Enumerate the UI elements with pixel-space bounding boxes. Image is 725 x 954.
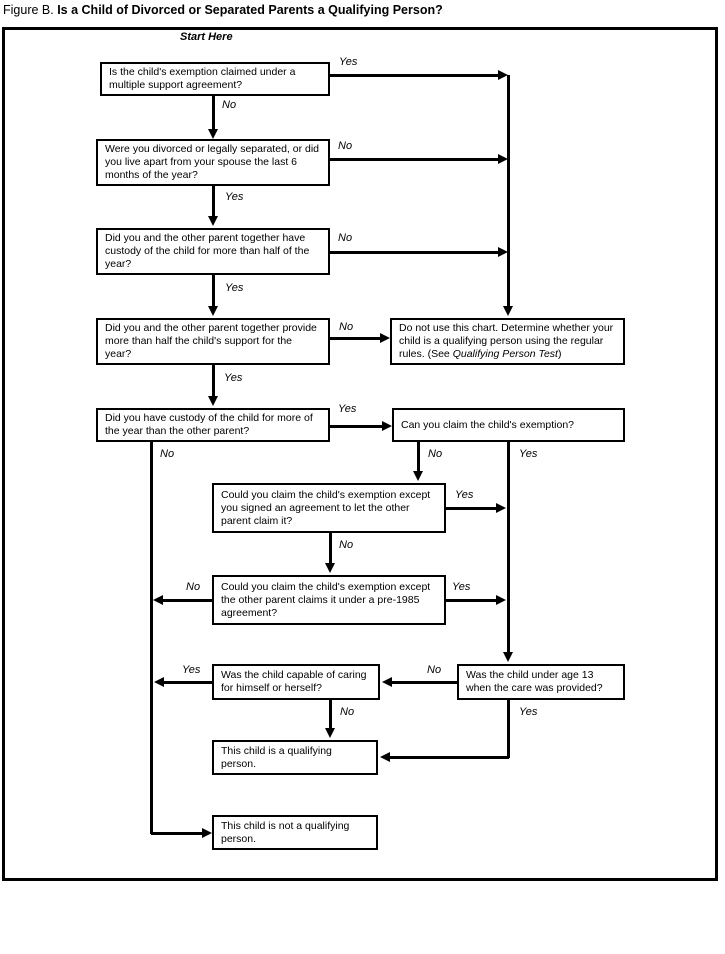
arrowhead-icon: [380, 752, 390, 762]
node-joint-custody-question: Did you and the other parent together ha…: [96, 228, 330, 275]
edge-label-q5-yes: Yes: [338, 403, 357, 415]
arrowhead-icon: [413, 471, 423, 481]
node-text-post: ): [557, 348, 562, 360]
connector-line: [507, 75, 510, 306]
arrowhead-icon: [202, 828, 212, 838]
connector-line: [330, 337, 381, 340]
arrowhead-icon: [154, 677, 164, 687]
connector-line: [212, 365, 215, 397]
arrowhead-icon: [503, 306, 513, 316]
connector-line: [446, 599, 497, 602]
edge-label-q8-yes: Yes: [182, 664, 201, 676]
start-here-label: Start Here: [180, 31, 233, 43]
edge-label-q2-yes: Yes: [225, 191, 244, 203]
edge-label-q6-yes: Yes: [455, 489, 474, 501]
edge-label-q4-yes: Yes: [224, 372, 243, 384]
node-text: This child is not a qualifying person.: [221, 819, 350, 845]
connector-line: [150, 442, 153, 834]
connector-line: [507, 442, 510, 654]
node-text: Did you and the other parent together pr…: [105, 322, 317, 360]
node-text: Did you have custody of the child for mo…: [105, 412, 313, 437]
arrowhead-icon: [498, 247, 508, 257]
node-pre-1985-agreement-question: Could you claim the child's exemption ex…: [212, 575, 446, 625]
figure-title: Figure B. Is a Child of Divorced or Sepa…: [3, 3, 443, 17]
node-under-age-13-question: Was the child under age 13 when the care…: [457, 664, 625, 700]
arrowhead-icon: [208, 396, 218, 406]
node-text: Were you divorced or legally separated, …: [105, 143, 320, 181]
arrowhead-icon: [496, 503, 506, 513]
connector-line: [417, 442, 420, 473]
connector-line: [330, 425, 383, 428]
edge-label-q3-no: No: [338, 232, 353, 244]
node-text: This child is a qualifying person.: [221, 744, 332, 770]
node-text: Is the child's exemption claimed under a…: [109, 66, 296, 91]
node-do-not-use-chart: Do not use this chart. Determine whether…: [390, 318, 625, 365]
connector-line: [151, 832, 203, 835]
connector-line: [330, 158, 498, 161]
arrowhead-icon: [153, 595, 163, 605]
arrowhead-icon: [208, 216, 218, 226]
connector-line: [212, 275, 215, 307]
edge-label-q7-yes: Yes: [452, 581, 471, 593]
arrowhead-icon: [208, 306, 218, 316]
edge-label-can-claim-yes: Yes: [519, 448, 538, 460]
connector-line: [392, 681, 457, 684]
node-text-pre: Do not use this chart. Determine whether…: [399, 322, 614, 360]
connector-line: [212, 185, 215, 218]
node-text: Was the child under age 13 when the care…: [466, 669, 603, 694]
node-signed-agreement-question: Could you claim the child's exemption ex…: [212, 483, 446, 533]
connector-line: [329, 531, 332, 565]
node-text: Could you claim the child's exemption ex…: [221, 580, 431, 619]
arrowhead-icon: [382, 421, 392, 431]
connector-line: [164, 681, 212, 684]
edge-label-age13-yes: Yes: [519, 706, 538, 718]
edge-label-q6-no: No: [339, 539, 354, 551]
edge-label-q3-yes: Yes: [225, 282, 244, 294]
node-text: Can you claim the child's exemption?: [401, 418, 575, 431]
edge-label-q5-no: No: [160, 448, 175, 460]
arrowhead-icon: [325, 563, 335, 573]
connector-line: [330, 74, 498, 77]
arrowhead-icon: [380, 333, 390, 343]
edge-label-age13-no: No: [427, 664, 442, 676]
connector-line: [330, 251, 498, 254]
node-text: Was the child capable of caring for hims…: [221, 669, 367, 694]
node-half-support-question: Did you and the other parent together pr…: [96, 318, 330, 365]
edge-label-q1-yes: Yes: [339, 56, 358, 68]
arrowhead-icon: [382, 677, 392, 687]
connector-line: [163, 599, 212, 602]
arrowhead-icon: [498, 70, 508, 80]
node-text: Did you and the other parent together ha…: [105, 232, 310, 270]
arrowhead-icon: [496, 595, 506, 605]
connector-line: [212, 96, 215, 130]
arrowhead-icon: [325, 728, 335, 738]
figure-border: [2, 27, 718, 881]
node-qualifying-person-result: This child is a qualifying person.: [212, 740, 378, 775]
node-divorced-separated-question: Were you divorced or legally separated, …: [96, 139, 330, 186]
connector-line: [329, 700, 332, 730]
node-text-italic: Qualifying Person Test: [452, 348, 558, 360]
edge-label-q2-no: No: [338, 140, 353, 152]
arrowhead-icon: [503, 652, 513, 662]
figure-title-main: Is a Child of Divorced or Separated Pare…: [57, 3, 443, 17]
edge-label-q4-no: No: [339, 321, 354, 333]
figure-title-prefix: Figure B.: [3, 3, 54, 17]
node-multiple-support-question: Is the child's exemption claimed under a…: [100, 62, 330, 96]
node-claim-exemption-question: Can you claim the child's exemption?: [392, 408, 625, 442]
node-text: Do not use this chart. Determine whether…: [399, 322, 616, 361]
node-self-care-question: Was the child capable of caring for hims…: [212, 664, 380, 700]
edge-label-can-claim-no: No: [428, 448, 443, 460]
connector-line: [446, 507, 497, 510]
connector-line: [390, 756, 509, 759]
arrowhead-icon: [208, 129, 218, 139]
edge-label-q8-no: No: [340, 706, 355, 718]
node-text: Could you claim the child's exemption ex…: [221, 488, 431, 527]
connector-line: [507, 700, 510, 758]
node-not-qualifying-person-result: This child is not a qualifying person.: [212, 815, 378, 850]
edge-label-q7-no: No: [186, 581, 201, 593]
node-custody-majority-question: Did you have custody of the child for mo…: [96, 408, 330, 442]
arrowhead-icon: [498, 154, 508, 164]
edge-label-q1-no: No: [222, 99, 237, 111]
